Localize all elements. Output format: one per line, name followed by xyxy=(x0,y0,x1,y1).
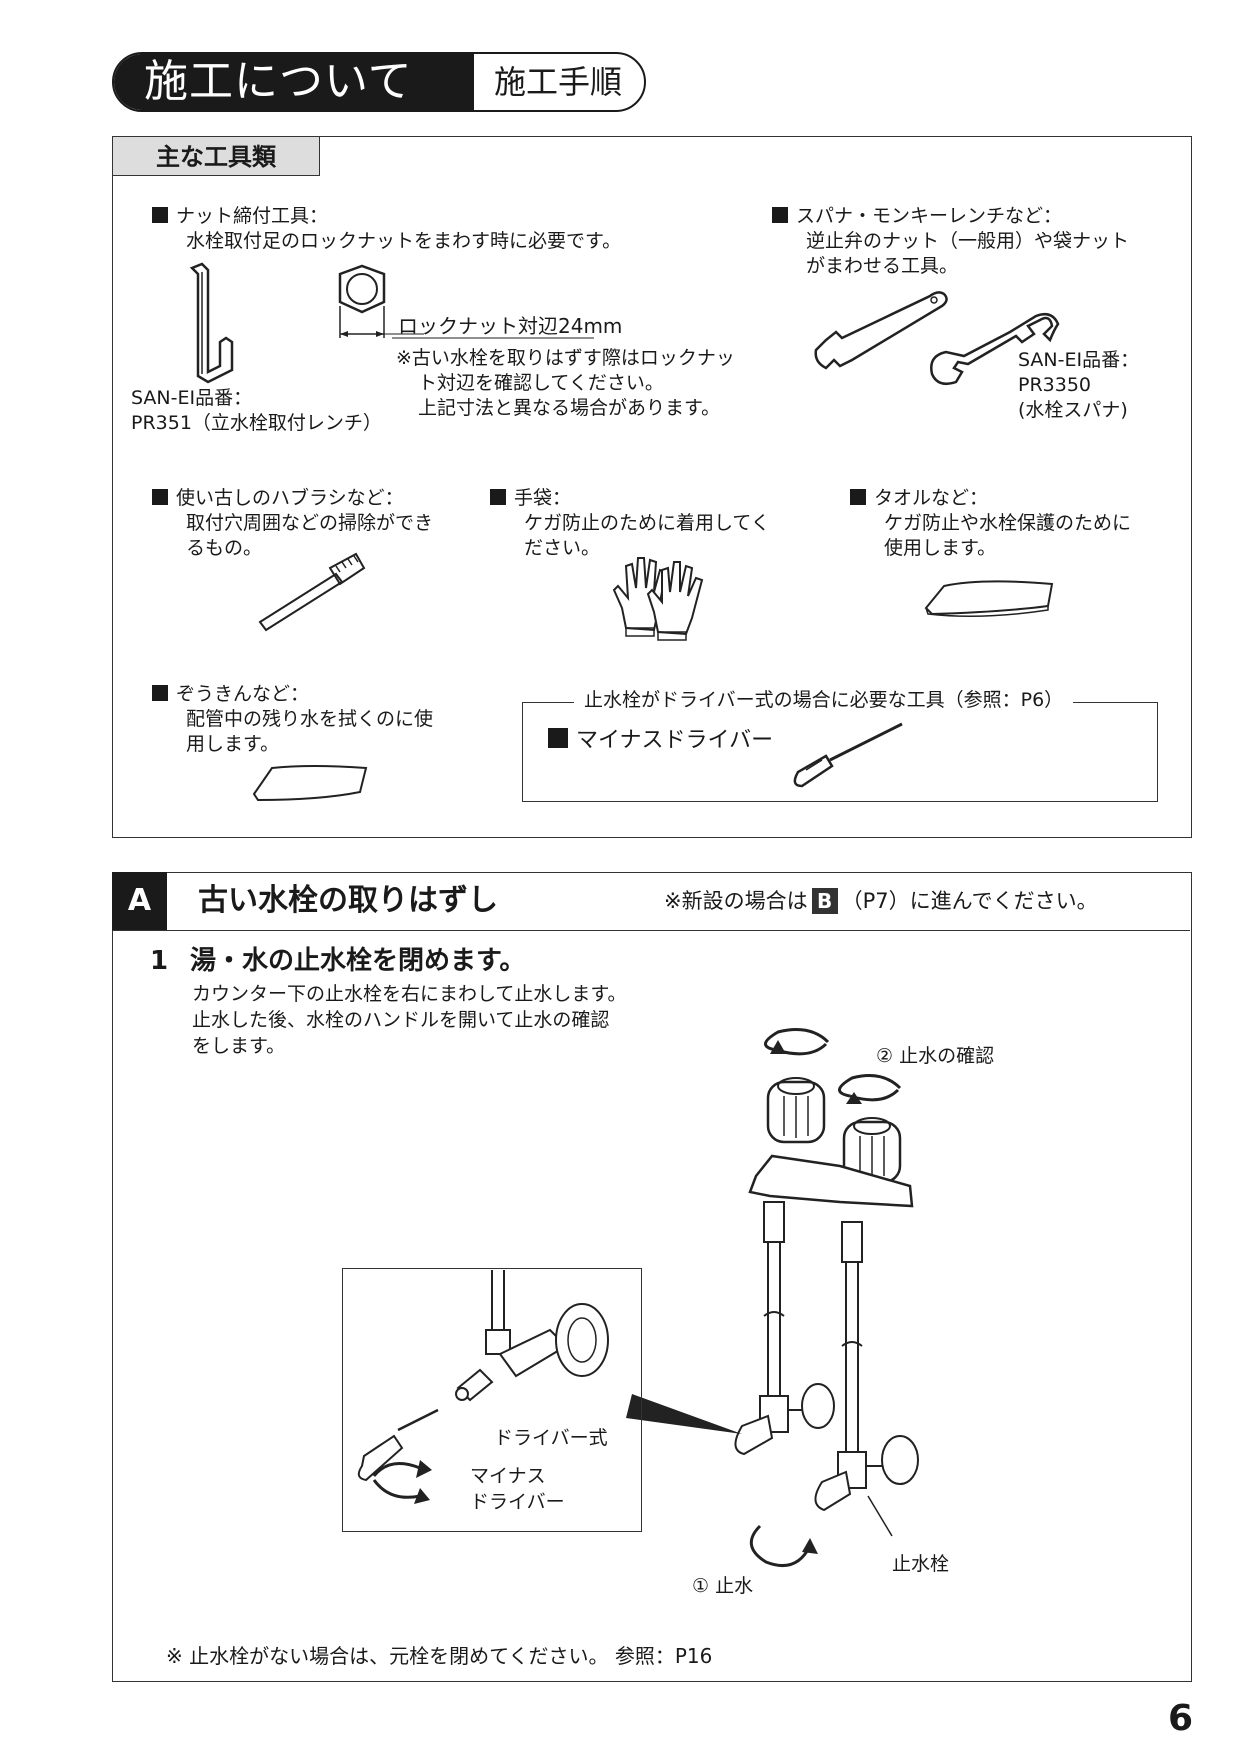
label-stop-water: ① 止水 xyxy=(692,1575,754,1597)
driver-item: マイナスドライバー xyxy=(548,726,773,756)
spanner-title: スパナ・モンキーレンチなど： xyxy=(772,204,1062,229)
bullet-square-icon xyxy=(548,728,568,748)
rag-desc-2: 用します。 xyxy=(186,733,280,755)
step-desc-3: をします。 xyxy=(192,1035,286,1057)
nut-note-2: ト対辺を確認してください。 xyxy=(418,372,664,394)
tools-box xyxy=(112,136,1192,838)
footnote: ※ 止水栓がない場合は、元栓を閉めてください。 参照：P16 xyxy=(166,1644,713,1668)
page-subtitle: 施工手順 xyxy=(474,54,622,110)
bullet-square-icon xyxy=(772,207,788,223)
bullet-square-icon xyxy=(850,489,866,505)
page-title: 施工について xyxy=(114,54,474,110)
toothbrush-icon xyxy=(258,552,366,632)
spanner-model-desc: (水栓スパナ) xyxy=(1018,399,1128,421)
page-number: 6 xyxy=(1168,1698,1194,1739)
towel-title: タオルなど： xyxy=(850,486,988,511)
gloves-icon xyxy=(612,557,704,641)
rag-icon xyxy=(252,765,368,802)
monkey-wrench-icon xyxy=(814,291,948,370)
driver-box-legend: 止水栓がドライバー式の場合に必要な工具（参照：P6） xyxy=(574,688,1074,713)
nut-model: PR351（立水栓取付レンチ） xyxy=(131,412,382,434)
spanner-desc-1: 逆止弁のナット（一般用）や袋ナット xyxy=(806,230,1130,252)
nut-note-3: 上記寸法と異なる場合があります。 xyxy=(418,397,721,419)
label-driver-type: ドライバー式 xyxy=(494,1427,608,1449)
locknut-size: ロックナット対辺24mm xyxy=(398,314,623,338)
towel-desc-1: ケガ防止や水栓保護のために xyxy=(884,512,1132,534)
label-minus-1: マイナス xyxy=(470,1465,546,1487)
faucet-diagram xyxy=(626,1028,919,1567)
nut-tool-desc: 水栓取付足のロックナットをまわす時に必要です。 xyxy=(186,230,622,252)
brush-desc-1: 取付穴周囲などの掃除ができ xyxy=(186,512,434,534)
nut-note-1: ※古い水栓を取りはずす際はロックナッ xyxy=(396,347,735,369)
wrench-tool-icon xyxy=(189,262,234,384)
double-spanner-icon xyxy=(930,313,1060,385)
step-desc-1: カウンター下の止水栓を右にまわして止水します。 xyxy=(192,983,627,1005)
label-stop-valve: 止水栓 xyxy=(892,1553,950,1575)
gloves-desc-2: ださい。 xyxy=(524,537,601,559)
section-b-badge[interactable]: B xyxy=(811,888,838,914)
spanner-sanei-label: SAN-EI品番： xyxy=(1018,349,1140,371)
section-a-badge: A xyxy=(112,872,167,930)
rag-title: ぞうきんなど： xyxy=(152,682,309,707)
rag-desc-1: 配管中の残り水を拭くのに使 xyxy=(186,708,434,730)
step-desc-2: 止水した後、水栓のハンドルを開いて止水の確認 xyxy=(192,1009,610,1031)
brush-desc-2: るもの。 xyxy=(186,537,263,559)
nut-sanei-label: SAN-EI品番： xyxy=(131,387,253,409)
bullet-square-icon xyxy=(490,489,506,505)
brush-title: 使い古しのハブラシなど： xyxy=(152,486,404,511)
spanner-desc-2: がまわせる工具。 xyxy=(806,255,959,277)
bullet-square-icon xyxy=(152,207,168,223)
towel-icon xyxy=(924,580,1054,617)
page-header: 施工について 施工手順 xyxy=(112,52,646,112)
hex-nut-icon xyxy=(338,264,594,339)
section-a-title: 古い水栓の取りはずし xyxy=(198,883,498,918)
bullet-square-icon xyxy=(152,685,168,701)
spanner-model: PR3350 xyxy=(1018,374,1092,396)
bullet-square-icon xyxy=(152,489,168,505)
label-minus-2: ドライバー xyxy=(470,1491,565,1513)
gloves-desc-1: ケガ防止のために着用してく xyxy=(524,512,770,534)
step-number: 1 xyxy=(150,946,169,976)
gloves-title: 手袋： xyxy=(490,486,571,511)
step-title: 湯・水の止水栓を閉めます。 xyxy=(190,946,526,976)
towel-desc-2: 使用します。 xyxy=(884,537,997,559)
screwdriver-icon xyxy=(793,722,903,788)
label-stop-confirm: ② 止水の確認 xyxy=(876,1045,995,1067)
section-a-box xyxy=(112,872,1192,1682)
tools-tab: 主な工具類 xyxy=(113,137,320,176)
inset-valve-illustration xyxy=(357,1270,609,1504)
inset-driver-box xyxy=(342,1268,642,1532)
nut-tool-title: ナット締付工具： xyxy=(152,204,328,229)
